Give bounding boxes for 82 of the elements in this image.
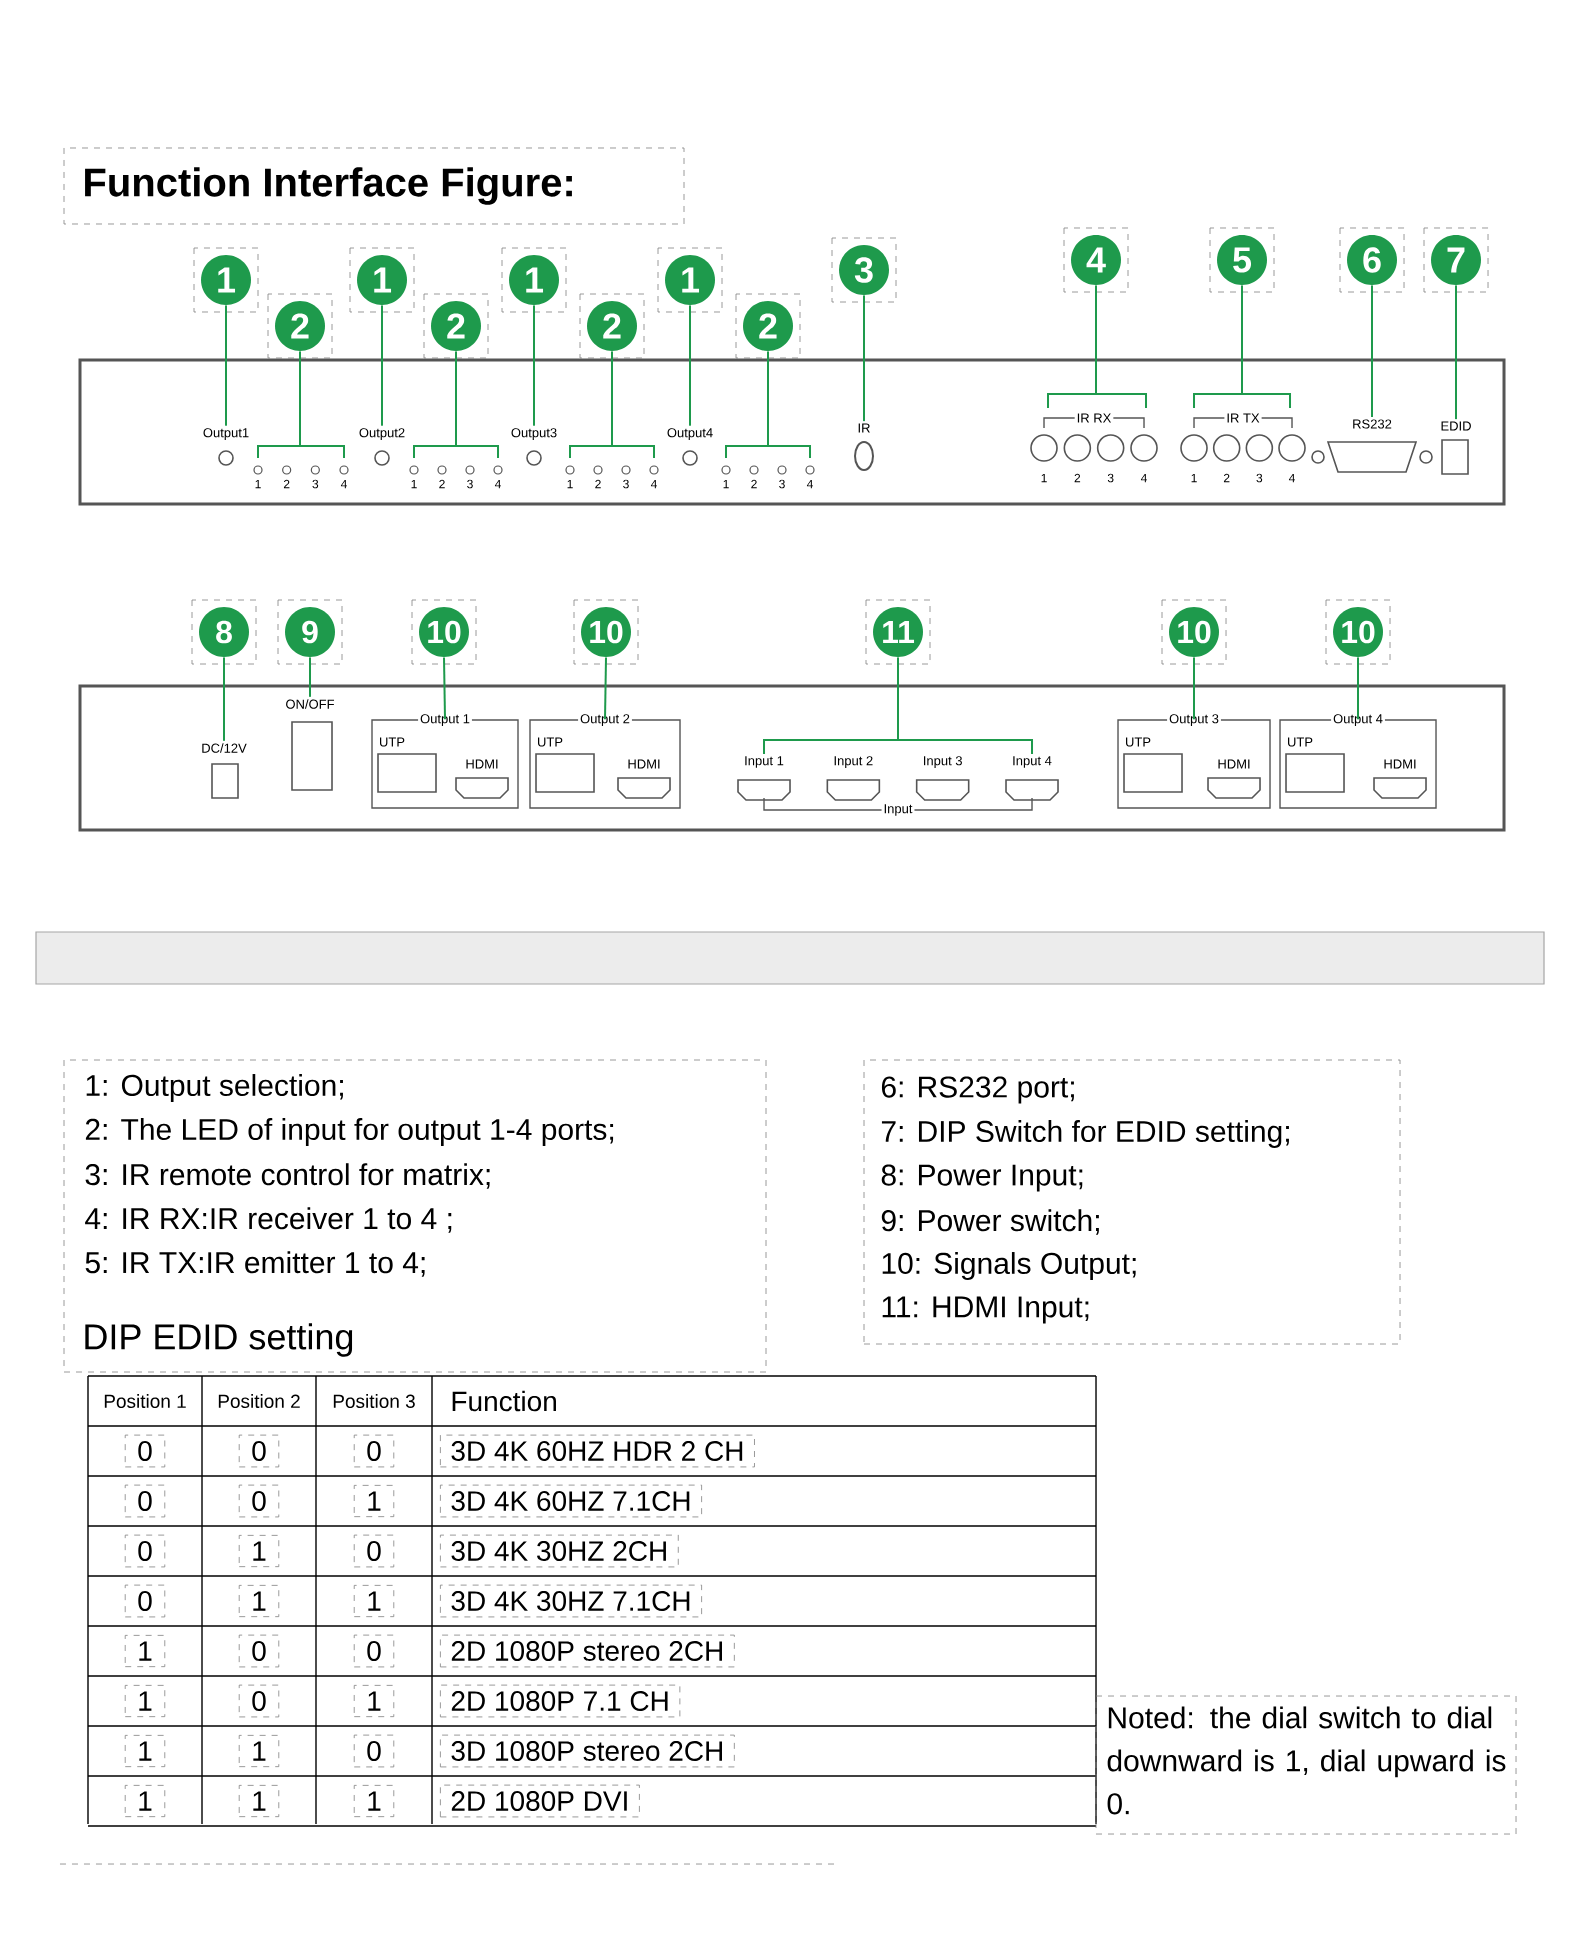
callout-number: 1	[349, 247, 415, 313]
table-cell: 0	[124, 1484, 166, 1518]
callout-number: 2	[423, 293, 489, 359]
callout-number: 9	[277, 599, 343, 665]
table-cell: 0	[353, 1434, 395, 1468]
table-cell: 0	[353, 1634, 395, 1668]
callout-number: 2	[267, 293, 333, 359]
leader-line	[611, 350, 613, 447]
leader-line	[689, 304, 691, 427]
callout-number: 6	[1339, 227, 1405, 293]
leader-line	[225, 304, 227, 427]
leader-line	[299, 350, 301, 447]
callout-number: 10	[1325, 599, 1391, 665]
table-header: Position 1	[104, 1394, 186, 1408]
device-panel	[78, 358, 1506, 506]
table-cell: 0	[124, 1434, 166, 1468]
table-cell: 1	[238, 1585, 280, 1618]
table-cell: 3D 4K 30HZ 7.1CH	[440, 1584, 702, 1618]
table-cell: 3D 4K 30HZ 2CH	[440, 1534, 679, 1568]
table-cell: 1	[353, 1485, 395, 1518]
title: Function Interface Figure:	[63, 147, 685, 225]
table-cell: 3D 4K 60HZ HDR 2 CH	[440, 1434, 755, 1468]
leader-line	[1095, 284, 1097, 395]
leader-line	[533, 304, 535, 427]
callout-number: 10	[573, 599, 639, 665]
table-header: Position 3	[333, 1394, 415, 1408]
table-cell: 1	[353, 1785, 395, 1818]
callout-number: 2	[735, 293, 801, 359]
table-cell: 0	[124, 1584, 166, 1618]
leader-line	[767, 350, 769, 447]
table-cell: 0	[238, 1484, 280, 1518]
callout-number: 11	[865, 599, 931, 665]
leader-line	[863, 294, 865, 423]
table-cell: 3D 1080P stereo 2CH	[440, 1734, 735, 1768]
table-cell: 1	[124, 1685, 166, 1718]
callout-number: 1	[657, 247, 723, 313]
leader-line	[309, 656, 311, 698]
leader-line	[223, 656, 225, 742]
leader-line	[604, 656, 607, 721]
table-cell: 0	[353, 1534, 395, 1568]
table-cell: 0	[124, 1534, 166, 1568]
callout-number: 3	[831, 237, 897, 303]
leader-line	[1193, 656, 1195, 721]
legend-box: 1: Output selection; 2: The LED of input for output 1-4 ports; 3: IR remote control for matrix; 4: IR RX:IR receiver 1 to 4 ; 5: IR TX:IR emitter 1 to 4; DIP EDID setting	[63, 1059, 767, 1373]
table-cell: 0	[353, 1734, 395, 1768]
table-cell: 0	[238, 1684, 280, 1718]
table-cell: 2D 1080P DVI	[440, 1784, 640, 1818]
leader-line	[897, 656, 899, 741]
callout-number: 4	[1063, 227, 1129, 293]
table-cell: 1	[238, 1535, 280, 1568]
leader-line	[1241, 284, 1243, 395]
table-cell: 3D 4K 60HZ 7.1CH	[440, 1484, 702, 1518]
callout-number: 2	[579, 293, 645, 359]
table-cell: 1	[238, 1785, 280, 1818]
table-cell: 1	[124, 1785, 166, 1818]
table-cell: 1	[353, 1585, 395, 1618]
table-cell: 1	[124, 1635, 166, 1668]
callout-number: 7	[1423, 227, 1489, 293]
leader-line	[443, 656, 446, 721]
table-cell: 0	[238, 1434, 280, 1468]
table-cell: 0	[238, 1634, 280, 1668]
table-cell: 2D 1080P stereo 2CH	[440, 1634, 735, 1668]
callout-number: 10	[411, 599, 477, 665]
table-header: Position 2	[218, 1394, 300, 1408]
table-cell: 1	[124, 1735, 166, 1768]
table-cell: 1	[353, 1685, 395, 1718]
leader-line	[381, 304, 383, 427]
note-box: Noted: the dial switch to dial downward is 1, dial upward is 0.	[1095, 1695, 1517, 1835]
callout-number: 8	[191, 599, 257, 665]
legend-box: 6: RS232 port; 7: DIP Switch for EDID setting; 8: Power Input; 9: Power switch; 10: Signals Output; 11: HDMI Input;	[863, 1059, 1401, 1345]
table-cell: 1	[238, 1735, 280, 1768]
leader-line	[1357, 656, 1359, 721]
divider-band	[35, 931, 1545, 985]
leader-line	[455, 350, 457, 447]
callout-number: 10	[1161, 599, 1227, 665]
callout-number: 1	[193, 247, 259, 313]
device-panel	[78, 684, 1506, 832]
leader-line	[1455, 284, 1457, 421]
leader-line	[1371, 284, 1373, 418]
table-cell: 2D 1080P 7.1 CH	[440, 1684, 681, 1718]
callout-number: 1	[501, 247, 567, 313]
callout-number: 5	[1209, 227, 1275, 293]
